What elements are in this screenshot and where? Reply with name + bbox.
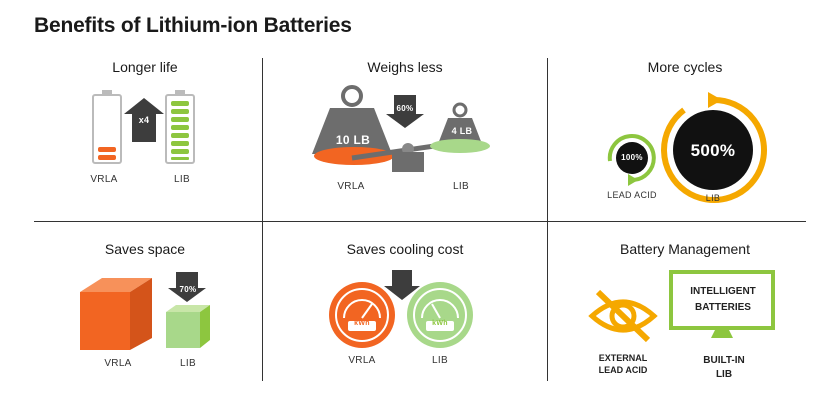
- battery-mgmt-label-external-1: EXTERNAL: [598, 353, 648, 363]
- saves-space-label-lib: LIB: [180, 358, 196, 369]
- divider-vertical-1: [262, 58, 263, 381]
- weighs-less-label-vrla: VRLA: [337, 181, 365, 192]
- saves-space-percent: 70%: [179, 285, 197, 294]
- weighs-less-percent: 60%: [396, 104, 414, 113]
- monitor-icon: [669, 270, 775, 338]
- more-cycles-graphic: [607, 92, 767, 203]
- weighs-less-graphic: [312, 85, 490, 172]
- longer-life-label-lib: LIB: [174, 174, 190, 185]
- saves-space-label-vrla: VRLA: [104, 358, 132, 369]
- weighs-less-light-label: 4 LB: [451, 126, 473, 136]
- weighs-less-title: Weighs less: [367, 59, 443, 75]
- saves-space-graphic: [80, 272, 210, 350]
- saves-cooling-title: Saves cooling cost: [346, 241, 464, 257]
- weighs-less-heavy-label: 10 LB: [335, 133, 371, 147]
- screen-text-line1: INTELLIGENT: [690, 286, 756, 297]
- longer-life-graphic: [92, 90, 195, 164]
- eye-slash-icon: [588, 289, 658, 343]
- more-cycles-big-value: 500%: [690, 141, 736, 160]
- saves-cooling-label-vrla: VRLA: [348, 355, 376, 366]
- weighs-less-label-lib: LIB: [453, 181, 469, 192]
- longer-life-label-vrla: VRLA: [90, 174, 118, 185]
- battery-mgmt-label-external-2: LEAD ACID: [598, 365, 648, 375]
- battery-mgmt-label-builtin-1: BUILT-IN: [703, 355, 745, 366]
- saves-cooling-label-lib: LIB: [432, 355, 448, 366]
- saves-cooling-unit-vrla: kWh: [354, 320, 370, 327]
- battery-mgmt-label-builtin-2: LIB: [715, 369, 733, 380]
- longer-life-title: Longer life: [112, 59, 178, 75]
- more-cycles-label-lib: LIB: [705, 193, 721, 203]
- divider-vertical-2: [547, 58, 548, 381]
- more-cycles-label-lead-acid: LEAD ACID: [607, 190, 657, 200]
- more-cycles-small-value: 100%: [621, 153, 643, 162]
- saves-cooling-graphic: [329, 270, 473, 348]
- page-title: Benefits of Lithium-ion Batteries: [34, 14, 352, 37]
- saves-space-title: Saves space: [104, 241, 186, 257]
- divider-horizontal: [34, 221, 806, 222]
- more-cycles-title: More cycles: [647, 59, 723, 75]
- battery-mgmt-title: Battery Management: [620, 241, 750, 257]
- saves-cooling-unit-lib: kWh: [432, 320, 448, 327]
- longer-life-multiplier: x4: [138, 115, 150, 125]
- screen-text-line2: BATTERIES: [695, 302, 751, 313]
